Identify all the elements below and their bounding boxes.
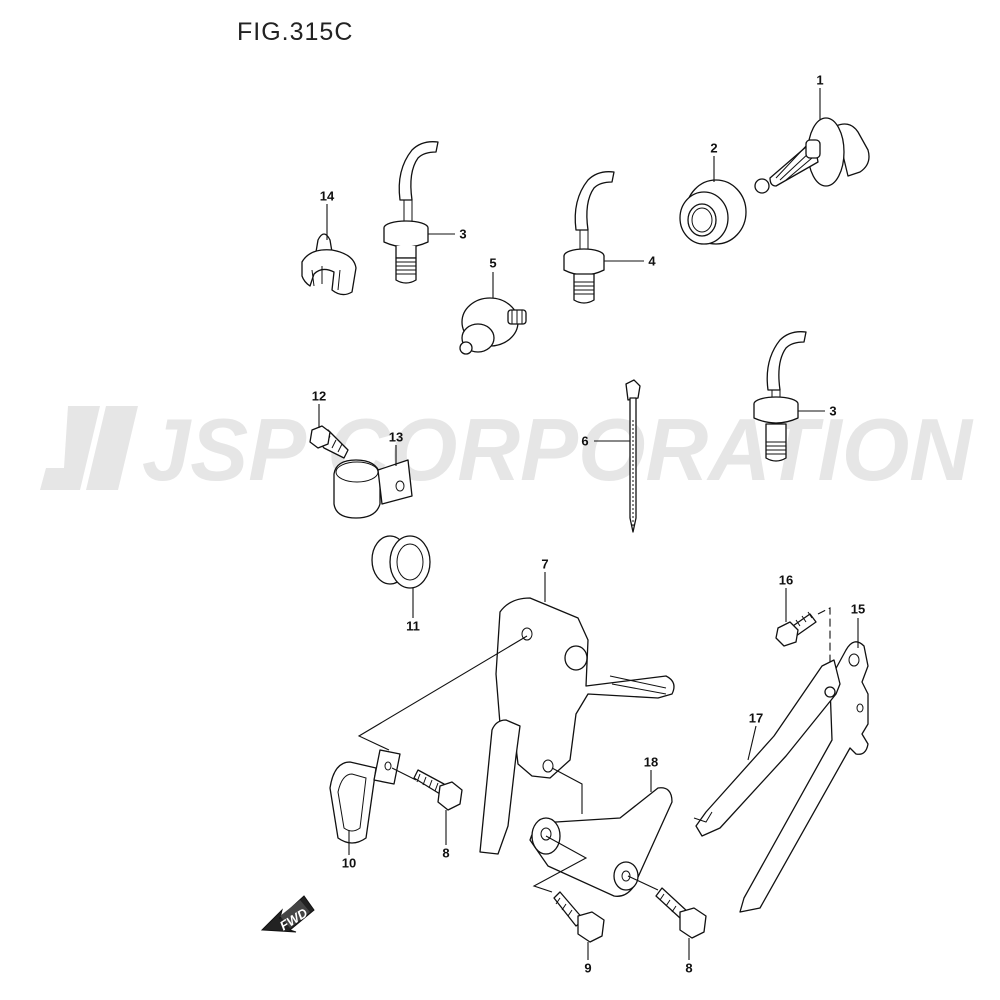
watermark-logo: JSP CORPORATION [40,400,974,498]
callout-8b: 8 [685,960,693,976]
callout-18: 18 [643,754,659,770]
callout-13: 13 [388,429,404,445]
callout-17: 17 [748,710,764,726]
part-7-bracket-assembly-icon [357,572,675,855]
part-11-grommet-icon [371,535,431,618]
part-9-bolt-icon [553,891,605,960]
part-13-pipe-clamp-icon [333,445,413,519]
callout-12: 12 [311,388,327,404]
part-10-wire-clamp-icon [329,749,401,855]
callout-8a: 8 [442,845,450,861]
part-1-sensor-icon [754,88,870,194]
part-6-cable-tie-icon [594,379,641,533]
part-14-wire-clip-icon [301,204,357,296]
callout-11: 11 [406,618,420,634]
callout-15: 15 [850,601,866,617]
callout-9: 9 [584,960,592,976]
part-3-sender-lower-icon [753,331,825,462]
callout-2: 2 [710,140,718,156]
part-4-sender-icon [563,171,644,304]
part-18-mounting-bracket-icon [529,770,673,897]
part-2-grommet-ring-icon [679,156,747,245]
part-8-bolt-right-icon [627,875,707,960]
watermark-text: JSP CORPORATION [142,400,974,498]
callout-6: 6 [581,433,589,449]
callout-16: 16 [778,572,794,588]
callout-10: 10 [341,855,357,871]
callout-3a: 3 [459,226,467,242]
callout-5: 5 [489,255,497,271]
callout-7: 7 [541,556,549,572]
callout-1: 1 [816,72,824,88]
part-12-bolt-icon [309,404,349,459]
callout-14: 14 [319,188,335,204]
part-8-bolt-left-icon [391,767,463,845]
callout-4: 4 [648,253,656,269]
part-17-lever-arm-icon [693,659,841,837]
part-5-knock-sensor-icon [459,272,527,355]
part-3-sender-upper-icon [383,141,455,284]
fwd-direction-arrow: FWD [260,895,315,933]
figure-title: FIG.315C [237,18,354,46]
callout-3b: 3 [829,403,837,419]
